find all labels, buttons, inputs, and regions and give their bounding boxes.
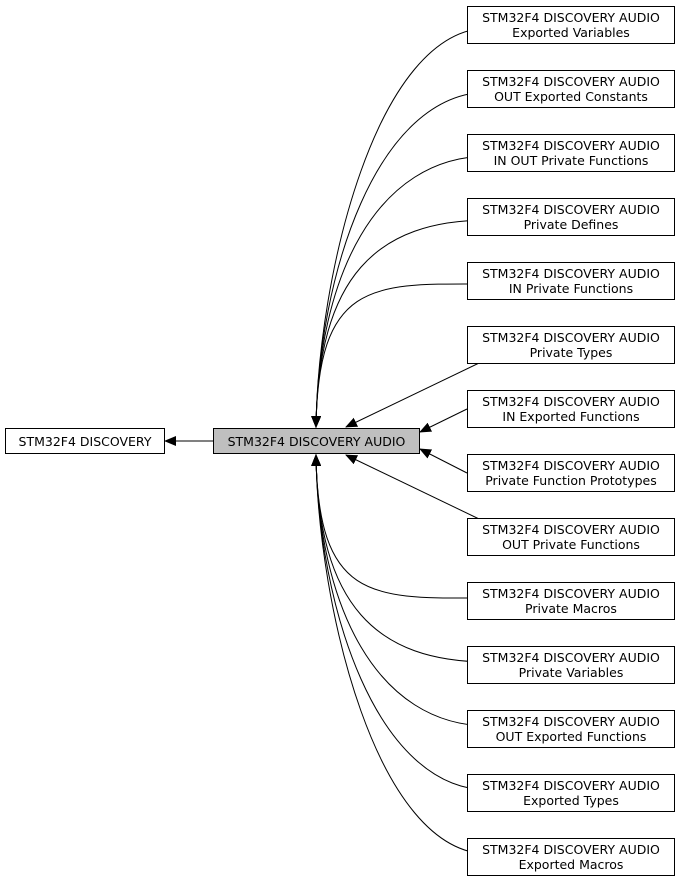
node-parent-group[interactable]: STM32F4 DISCOVERY [5, 428, 165, 454]
edge-child-to-current [345, 454, 503, 531]
node-child-label: Private Variables [518, 665, 624, 680]
node-child-label: STM32F4 DISCOVERY AUDIO [482, 842, 660, 857]
node-child-label: STM32F4 DISCOVERY AUDIO [482, 778, 660, 793]
node-child-label: STM32F4 DISCOVERY AUDIO [482, 714, 660, 729]
node-current-label: STM32F4 DISCOVERY AUDIO [227, 433, 406, 449]
edge-child-to-current [311, 283, 490, 428]
node-child-label: OUT Exported Constants [494, 89, 648, 104]
node-child-label: Exported Types [523, 793, 619, 808]
edge-child-to-current [419, 448, 468, 474]
node-child-label: Private Function Prototypes [485, 473, 657, 488]
node-child-label: OUT Exported Functions [495, 729, 647, 744]
node-child-label: STM32F4 DISCOVERY AUDIO [482, 394, 660, 409]
node-child-label: STM32F4 DISCOVERY AUDIO [482, 74, 660, 89]
node-current-group: STM32F4 DISCOVERY AUDIO [213, 428, 420, 454]
node-child-label: STM32F4 DISCOVERY AUDIO [482, 138, 660, 153]
edge-child-to-current [311, 454, 490, 727]
node-child-label: Exported Variables [512, 25, 630, 40]
node-child-label: IN OUT Private Functions [493, 153, 649, 168]
node-child-label: STM32F4 DISCOVERY AUDIO [482, 586, 660, 601]
edge-child-to-current [345, 351, 503, 428]
node-child-label: Private Defines [523, 217, 619, 232]
node-child-label: STM32F4 DISCOVERY AUDIO [482, 650, 660, 665]
node-child-label: Exported Macros [518, 857, 624, 872]
edge-child-to-current [311, 454, 490, 855]
node-child-label: STM32F4 DISCOVERY AUDIO [482, 10, 660, 25]
node-child-label: Private Macros [525, 601, 617, 616]
node-child-label: STM32F4 DISCOVERY AUDIO [482, 522, 660, 537]
node-child-label: STM32F4 DISCOVERY AUDIO [482, 458, 660, 473]
edge-child-to-current [311, 454, 490, 599]
node-child-label: IN Private Functions [508, 281, 634, 296]
edge-child-to-current [311, 155, 490, 428]
node-child-label: Private Types [529, 345, 613, 360]
node-child-label: IN Exported Functions [502, 409, 640, 424]
node-child-label: STM32F4 DISCOVERY AUDIO [482, 202, 660, 217]
edge-child-to-current [311, 454, 490, 663]
node-child-label: STM32F4 DISCOVERY AUDIO [482, 330, 660, 345]
edge-child-to-current [311, 91, 490, 428]
edge-child-to-current [311, 454, 490, 791]
node-child-label: STM32F4 DISCOVERY AUDIO [482, 266, 660, 281]
node-parent-label: STM32F4 DISCOVERY [18, 433, 152, 449]
edge-child-to-current [311, 27, 490, 428]
edge-child-to-current [419, 408, 468, 433]
edge-child-to-current [311, 219, 490, 428]
node-child-label: OUT Private Functions [502, 537, 640, 552]
